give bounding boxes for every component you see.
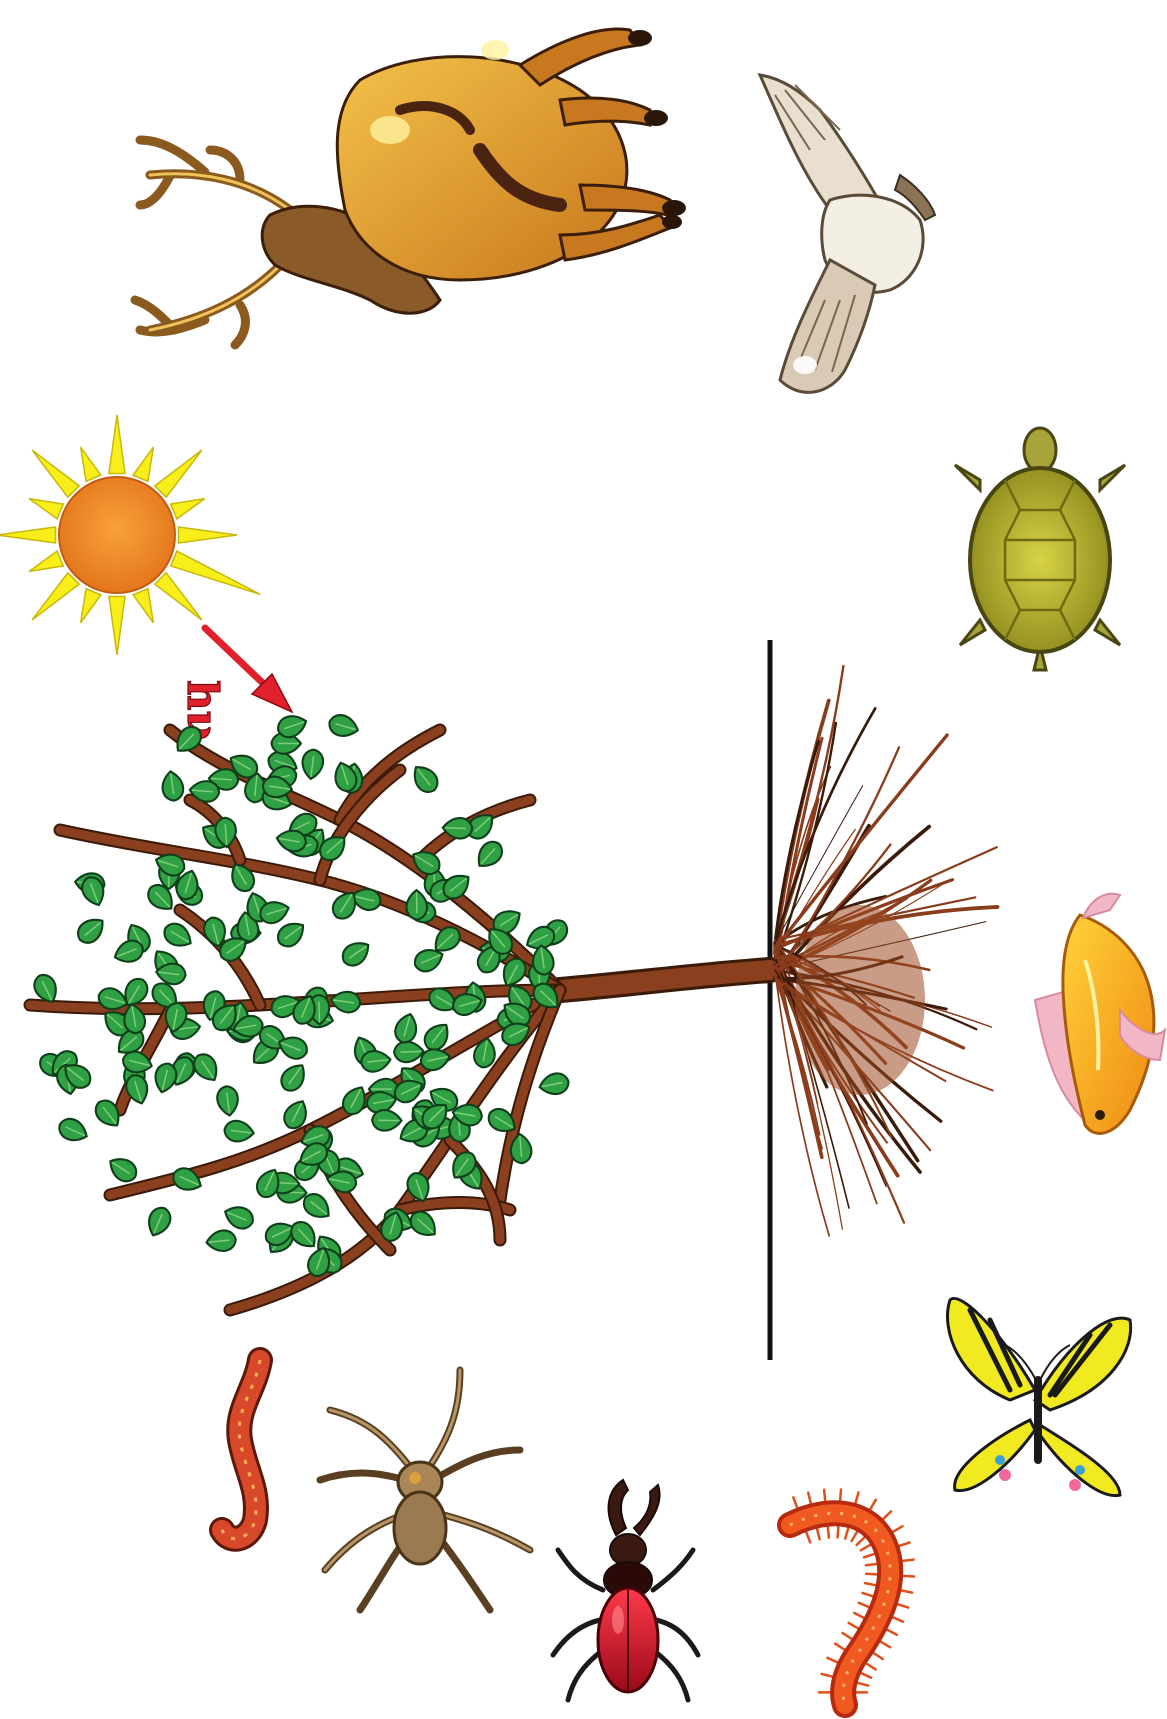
stag-beetle-icon: [553, 1480, 698, 1700]
turtle-icon: [955, 428, 1125, 670]
tree-leaf: [394, 1041, 424, 1063]
sun-ray: [32, 573, 79, 620]
tree-leaf: [538, 1071, 571, 1097]
deer-icon: [135, 29, 686, 345]
tree-leaf: [221, 1202, 256, 1232]
tree-leaf: [301, 748, 325, 780]
tree-leaf: [338, 937, 374, 971]
sun-ray: [81, 589, 101, 623]
sun-core: [59, 477, 175, 593]
tree-leaf: [372, 1110, 402, 1131]
sun-ray: [32, 450, 79, 497]
tree-leaf: [223, 1119, 255, 1143]
tree-leaf: [406, 890, 427, 920]
sun-ray: [178, 527, 237, 543]
tree-leaf: [408, 761, 442, 797]
earthworm-icon: [222, 1360, 260, 1539]
tree-leaf: [216, 1085, 240, 1117]
fish-icon: [1035, 894, 1165, 1134]
sun-ray: [109, 596, 125, 655]
sun-ray: [133, 447, 153, 481]
sun-ray: [0, 527, 56, 543]
sun-ray: [171, 551, 260, 594]
tree-trunk: [560, 970, 770, 990]
sun-ray: [29, 551, 63, 571]
tree-leaf: [160, 770, 184, 802]
centipede-icon: [790, 1490, 914, 1706]
hawk-icon: [760, 75, 935, 392]
tree-leaf: [287, 1217, 322, 1253]
spider-icon: [320, 1370, 530, 1610]
sun-ray: [171, 499, 205, 519]
sun-ray: [133, 589, 153, 623]
sun-ray: [155, 573, 202, 620]
sun-ray: [109, 415, 125, 474]
tree-leaf: [392, 1011, 420, 1045]
sun-ray: [155, 450, 202, 497]
tree-leaf: [73, 913, 109, 948]
roots-icon: [775, 666, 998, 1236]
tree-leaf: [472, 837, 507, 873]
tree-icon: [30, 712, 770, 1310]
tree-leaf: [277, 1059, 311, 1095]
sun-icon: [0, 415, 260, 655]
tree-leaf: [144, 1204, 174, 1239]
tree-leaf: [327, 712, 361, 740]
tree-leaf: [205, 1229, 236, 1252]
sun-ray: [29, 499, 63, 519]
tree-leaf: [105, 1153, 141, 1186]
tree-leaf: [56, 1115, 91, 1146]
butterfly-icon: [948, 1298, 1131, 1495]
sun-ray: [81, 447, 101, 481]
